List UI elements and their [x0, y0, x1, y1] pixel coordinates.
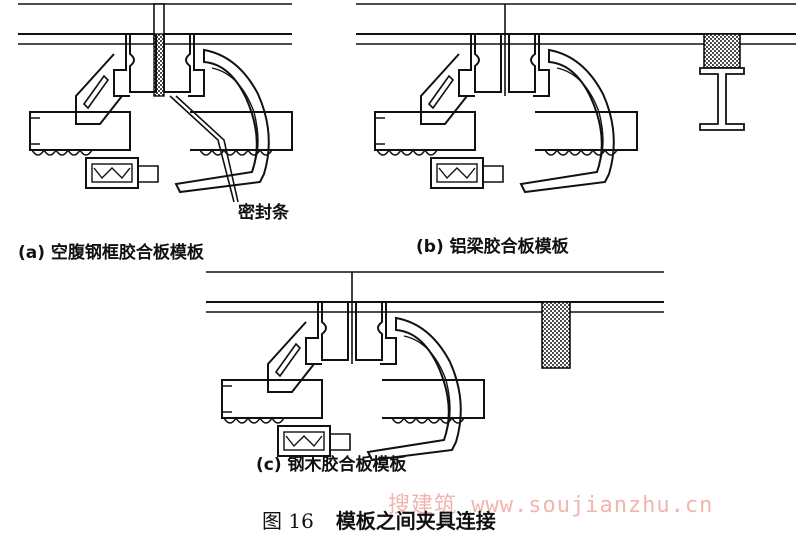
panel-c: [206, 271, 664, 461]
figure-title: 模板之间夹具连接: [335, 509, 496, 533]
panel-a: [18, 3, 293, 203]
watermark: 搜建筑 www.soujianzhu.cn: [388, 493, 714, 518]
panel-b: [356, 3, 796, 193]
label-a: (a) 空腹钢框胶合板模板: [18, 243, 204, 263]
label-c: (c) 钢木胶合板模板: [256, 455, 407, 475]
label-b: (b) 铝梁胶合板模板: [416, 237, 569, 257]
figure-number: 图 16: [262, 509, 314, 533]
seal-strip-label: 密封条: [238, 203, 289, 223]
figure-caption: 图 16 模板之间夹具连接: [262, 505, 496, 534]
